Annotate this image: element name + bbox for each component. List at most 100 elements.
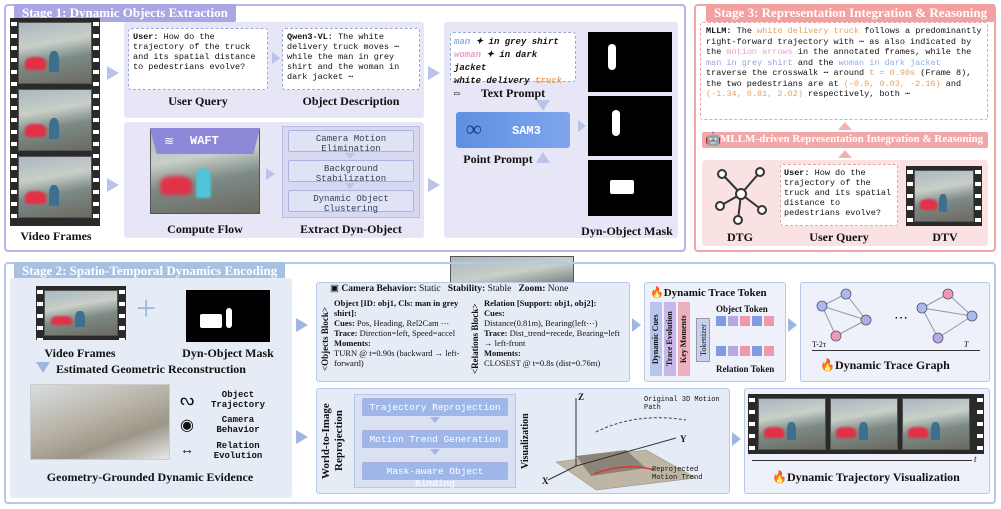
arrow: [428, 66, 440, 80]
extract-step: Dynamic Object Clustering: [288, 190, 414, 214]
evidence-relation: Relation Evolution: [213, 441, 263, 461]
plus-icon: +: [136, 288, 157, 328]
waft-badge: [150, 128, 260, 154]
dtv-filmstrip: [748, 394, 984, 454]
visualization-3d-plot: [547, 398, 697, 491]
blocks-panel: [316, 282, 630, 382]
arrow: [838, 122, 852, 130]
arrow: [838, 150, 852, 158]
stage2-video-frames: [36, 286, 126, 340]
mllm-answer-box: MLLM: The white delivery truck follows a…: [700, 22, 988, 120]
relation-token: [716, 346, 774, 356]
extract-step: Background Stabilization: [288, 160, 414, 184]
arrow: [430, 449, 440, 455]
fire-icon: 🔥: [820, 358, 835, 372]
camera-header-icon: ▣: [330, 284, 339, 294]
dtg-label: DTG: [726, 230, 753, 244]
objects-block: Object [ID: obj1, Cls: man in grey shirt…: [334, 298, 460, 368]
mllm-banner: [702, 132, 988, 148]
dtv-time-axis: [752, 460, 972, 461]
graph-t-start: T-2τ: [812, 340, 827, 349]
object-token: [716, 316, 774, 326]
compute-flow-label: Compute Flow: [167, 222, 243, 236]
arrow: [296, 430, 308, 444]
arrow: [296, 318, 308, 332]
graph-time-axis: [812, 350, 980, 351]
dtv-label: DTV: [932, 230, 958, 244]
dtg-graph-icon: [715, 167, 767, 225]
stage3-user-query-box: User: How do the trajectory of the truck…: [780, 164, 898, 226]
stage1-title: Stage 1: Dynamic Objects Extraction: [14, 4, 236, 22]
user-query-box: User: How do the trajectory of the truck…: [128, 28, 268, 90]
camera-header: ▣ Camera Behavior: Static Stability: Sta…: [330, 284, 569, 294]
objects-block-side: <Objects Block>: [320, 307, 330, 372]
relations-block: Relation [Support: obj1, obj2]: Cues: Di…: [484, 298, 620, 368]
relation-token-label: Relation Token: [716, 364, 775, 374]
stage1-panel: [4, 4, 686, 252]
arrow: [430, 417, 440, 423]
arrow: [107, 66, 119, 80]
axis-x-label: X: [542, 476, 549, 486]
viz-note-original: Original 3D Motion Path: [644, 396, 720, 412]
mask-truck: [588, 160, 672, 216]
sam3-block: [456, 112, 570, 148]
svg-text:⋯: ⋯: [894, 311, 908, 326]
stage1-video-frames: [10, 18, 100, 226]
token-title: 🔥Dynamic Trace Token: [650, 287, 767, 299]
arrow: [788, 318, 797, 332]
axis-y-label: Y: [680, 434, 687, 444]
meta-logo-icon: ∞: [466, 116, 482, 141]
stage2-title: Stage 2: Spatio-Temporal Dynamics Encodi…: [14, 262, 286, 280]
dtv-t-label: t: [974, 454, 977, 464]
object-description-label: Object Description: [302, 94, 400, 108]
robot-icon: 🤖: [705, 131, 722, 146]
axis-z-label: Z: [578, 392, 585, 402]
arrow: [578, 120, 586, 132]
arrow: [345, 183, 355, 189]
evidence-trajectory: Object Trajectory: [210, 390, 265, 410]
text-prompt-label: Text Prompt: [480, 86, 546, 100]
arrow: [107, 178, 119, 192]
extract-label: Extract Dyn-Object: [300, 222, 402, 236]
arrow: [632, 318, 641, 332]
stage2-video-frames-label: Video Frames: [44, 346, 116, 360]
text-prompt-box: man ✦ in grey shirt woman ✦ in dark jack…: [450, 32, 576, 99]
object-description-box: Qwen3-VL: The white delivery truck moves…: [282, 28, 420, 90]
dyn-object-mask-label: Dyn-Object Mask: [581, 224, 673, 238]
mllm-banner-label: MLLM-driven Representation Integration &…: [720, 133, 984, 145]
stage2-panel: [4, 262, 996, 504]
dynamic-trace-graph: ⋯: [816, 288, 978, 344]
waft-label: WAFT: [190, 134, 219, 148]
waft-icon: ≋: [164, 134, 175, 148]
stage1-video-frames-label: Video Frames: [20, 229, 92, 243]
reprojection-step: Motion Trend Generation: [362, 430, 508, 448]
evidence-camera: Camera Behavior: [216, 415, 260, 435]
sam3-label: SAM3: [512, 124, 541, 138]
user-query-label: User Query: [168, 94, 228, 108]
recon-label: Estimated Geometric Reconstruction: [56, 362, 246, 376]
arrow: [36, 362, 50, 373]
arrow: [536, 152, 550, 163]
reprojection-step: Trajectory Reprojection: [362, 398, 508, 416]
graph-title: 🔥Dynamic Trace Graph: [820, 358, 950, 372]
graph-panel: [800, 282, 990, 382]
token-col-cues: Dynamic Cues: [650, 302, 662, 376]
point-prompt-label: Point Prompt: [463, 152, 533, 166]
extract-step: Camera Motion Elimination: [288, 130, 414, 154]
object-token-label: Object Token: [716, 304, 768, 314]
stage2-dyn-object-mask: [186, 290, 270, 342]
arrow: [266, 168, 275, 180]
mask-man: [588, 32, 672, 92]
trajectory-icon: ᔓ: [180, 392, 195, 409]
evidence-label: Geometry-Grounded Dynamic Evidence: [46, 470, 254, 484]
mask-woman: [588, 96, 672, 156]
stage3-title: Stage 3: Representation Integration & Re…: [706, 4, 996, 22]
tokenizer: Tokenizer: [696, 318, 710, 362]
arrow: [345, 153, 355, 159]
stage3-user-query-label: User Query: [809, 230, 869, 244]
graph-t-end: T: [964, 340, 969, 349]
token-col-trace: Trace Evolution: [664, 302, 676, 376]
reprojection-side: World-to-Image Reprojection: [320, 403, 345, 479]
reconstruction-image: [30, 384, 170, 460]
viz-note-reprojected: Reprojected Motion Trend: [652, 466, 703, 482]
